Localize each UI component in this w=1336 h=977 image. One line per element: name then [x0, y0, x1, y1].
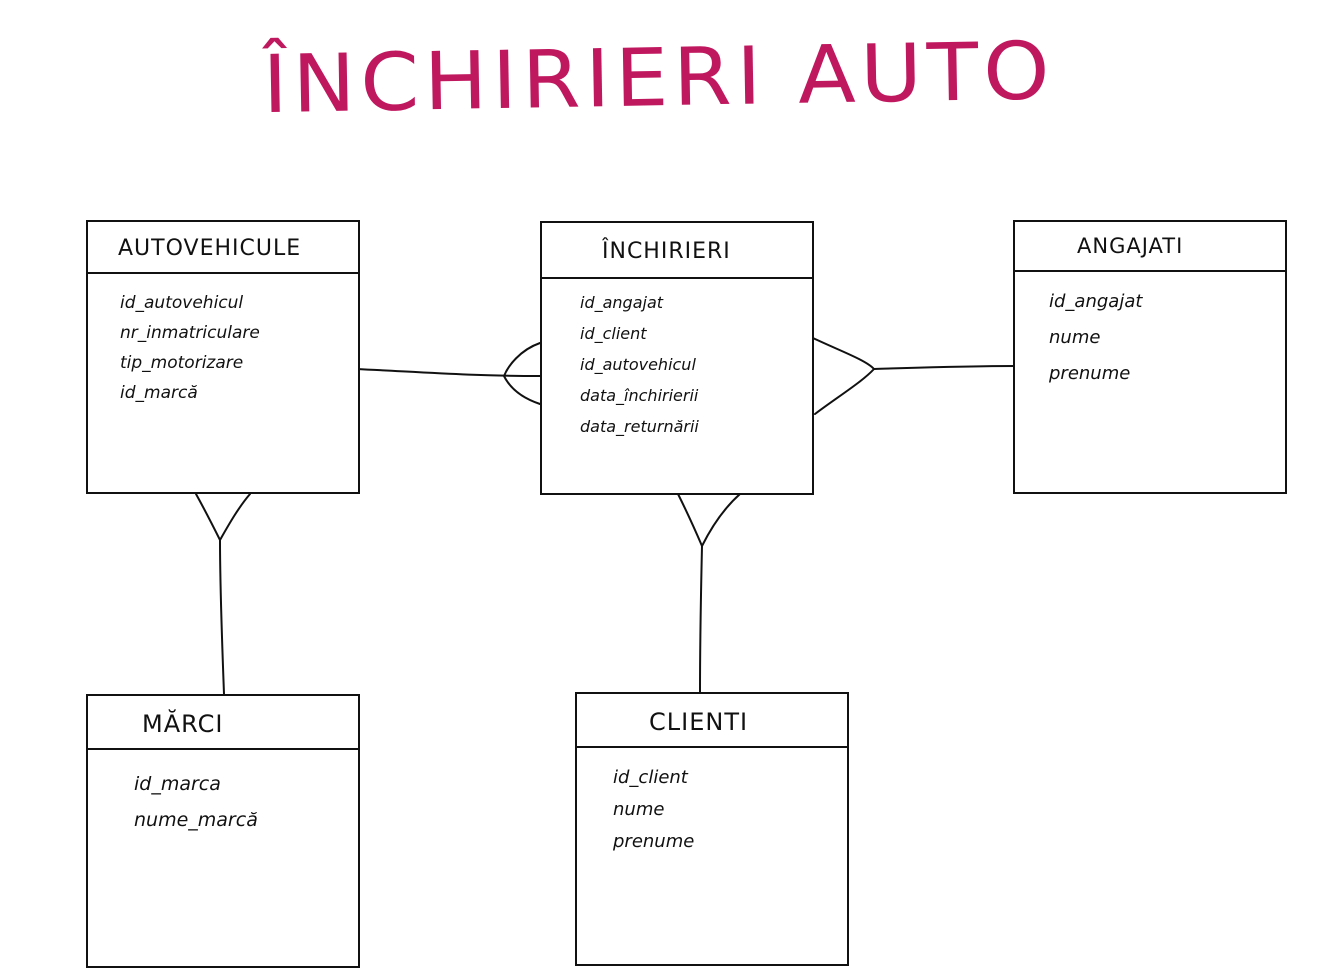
attribute: tip_motorizare — [120, 353, 244, 373]
attribute: prenume — [613, 831, 695, 852]
attribute-list: id_client nume prenume — [613, 762, 694, 858]
attribute-list: id_angajat id_client id_autovehicul data… — [580, 287, 699, 442]
entity-header: CLIENTI — [577, 694, 847, 748]
entity-header: ANGAJATI — [1015, 222, 1285, 272]
attribute: id_client — [613, 767, 688, 788]
attribute: data_returnării — [580, 417, 699, 436]
attribute: id_marca — [134, 773, 221, 795]
entity-name: ANGAJATI — [1077, 234, 1184, 258]
attribute: id_client — [580, 324, 647, 343]
attribute-list: id_autovehicul nr_inmatriculare tip_moto… — [120, 288, 260, 408]
entity-name: ÎNCHIRIERI — [602, 239, 731, 264]
entity-clienti: CLIENTI id_client nume prenume — [575, 692, 849, 966]
entity-marci: MĂRCI id_marca nume_marcă — [86, 694, 360, 968]
attribute: nr_inmatriculare — [120, 323, 260, 343]
entity-angajati: ANGAJATI id_angajat nume prenume — [1013, 220, 1287, 494]
attribute: nume — [1049, 327, 1101, 348]
entity-header: MĂRCI — [88, 696, 358, 750]
entity-header: AUTOVEHICULE — [88, 222, 358, 274]
entity-header: ÎNCHIRIERI — [542, 223, 812, 279]
crowfoot-inchirieri-right — [812, 337, 876, 415]
crowfoot-inchirieri-left — [502, 342, 541, 405]
entity-name: CLIENTI — [649, 708, 749, 736]
attribute: nume — [613, 799, 665, 820]
rel-angajati-inchirieri — [873, 365, 1017, 370]
entity-name: MĂRCI — [142, 710, 224, 738]
rel-clienti-inchirieri — [699, 545, 703, 693]
crowfoot-inchirieri-bottom — [677, 493, 741, 549]
attribute: id_angajat — [1049, 291, 1143, 312]
attribute: id_autovehicul — [120, 293, 244, 313]
attribute: id_marcă — [120, 383, 198, 403]
attribute-list: id_marca nume_marcă — [134, 766, 258, 838]
attribute-list: id_angajat nume prenume — [1049, 284, 1142, 392]
rel-marci-autovehicule — [219, 539, 225, 695]
rel-autovehicule-inchirieri — [355, 368, 541, 377]
attribute: id_autovehicul — [580, 355, 696, 374]
crowfoot-autovehicule — [195, 493, 251, 543]
attribute: prenume — [1049, 363, 1131, 384]
attribute: nume_marcă — [134, 809, 258, 831]
attribute: data_închirierii — [580, 386, 699, 405]
attribute: id_angajat — [580, 293, 664, 312]
entity-inchirieri: ÎNCHIRIERI id_angajat id_client id_autov… — [540, 221, 814, 495]
entity-name: AUTOVEHICULE — [118, 236, 302, 261]
entity-autovehicule: AUTOVEHICULE id_autovehicul nr_inmatricu… — [86, 220, 360, 494]
